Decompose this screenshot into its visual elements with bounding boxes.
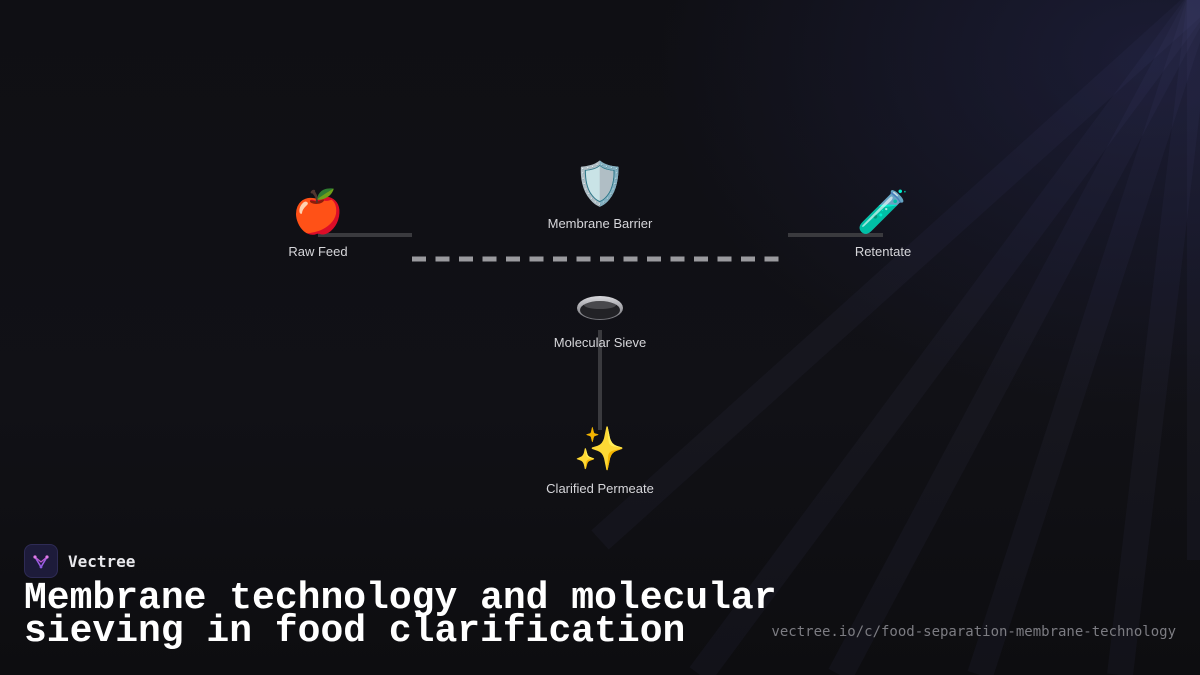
page-title: Membrane technology and molecular sievin… (24, 577, 777, 653)
node-label-raw-feed: Raw Feed (288, 244, 348, 259)
membrane-dashed-line (412, 256, 780, 262)
source-url: vectree.io/c/food-separation-membrane-te… (771, 624, 1176, 640)
node-clarified-permeate: ✨ Clarified Permeate (520, 425, 680, 496)
node-label-retentate: Retentate (854, 244, 912, 259)
connector-raw-feed-to-barrier (318, 233, 412, 237)
node-label-clarified-permeate: Clarified Permeate (546, 481, 654, 496)
brand-name: Vectree (68, 551, 136, 571)
sparkles-icon: ✨ (573, 425, 627, 472)
node-molecular-sieve: Molecular Sieve (520, 279, 680, 350)
sieve-dish-icon (520, 279, 680, 327)
test-tube-icon: 🧪 (856, 188, 910, 235)
node-label-membrane-barrier: Membrane Barrier (547, 216, 653, 231)
apple-icon: 🍎 (291, 188, 345, 235)
connector-barrier-to-retentate (788, 233, 883, 237)
node-raw-feed: 🍎 Raw Feed (238, 188, 398, 259)
node-membrane-barrier: 🛡️ Membrane Barrier (520, 160, 680, 231)
vectree-logo-icon (24, 544, 58, 578)
connector-sieve-to-permeate (598, 330, 602, 430)
brand: Vectree (24, 544, 135, 578)
shield-icon: 🛡️ (573, 160, 627, 207)
node-retentate: 🧪 Retentate (803, 188, 963, 259)
node-label-molecular-sieve: Molecular Sieve (553, 335, 647, 350)
